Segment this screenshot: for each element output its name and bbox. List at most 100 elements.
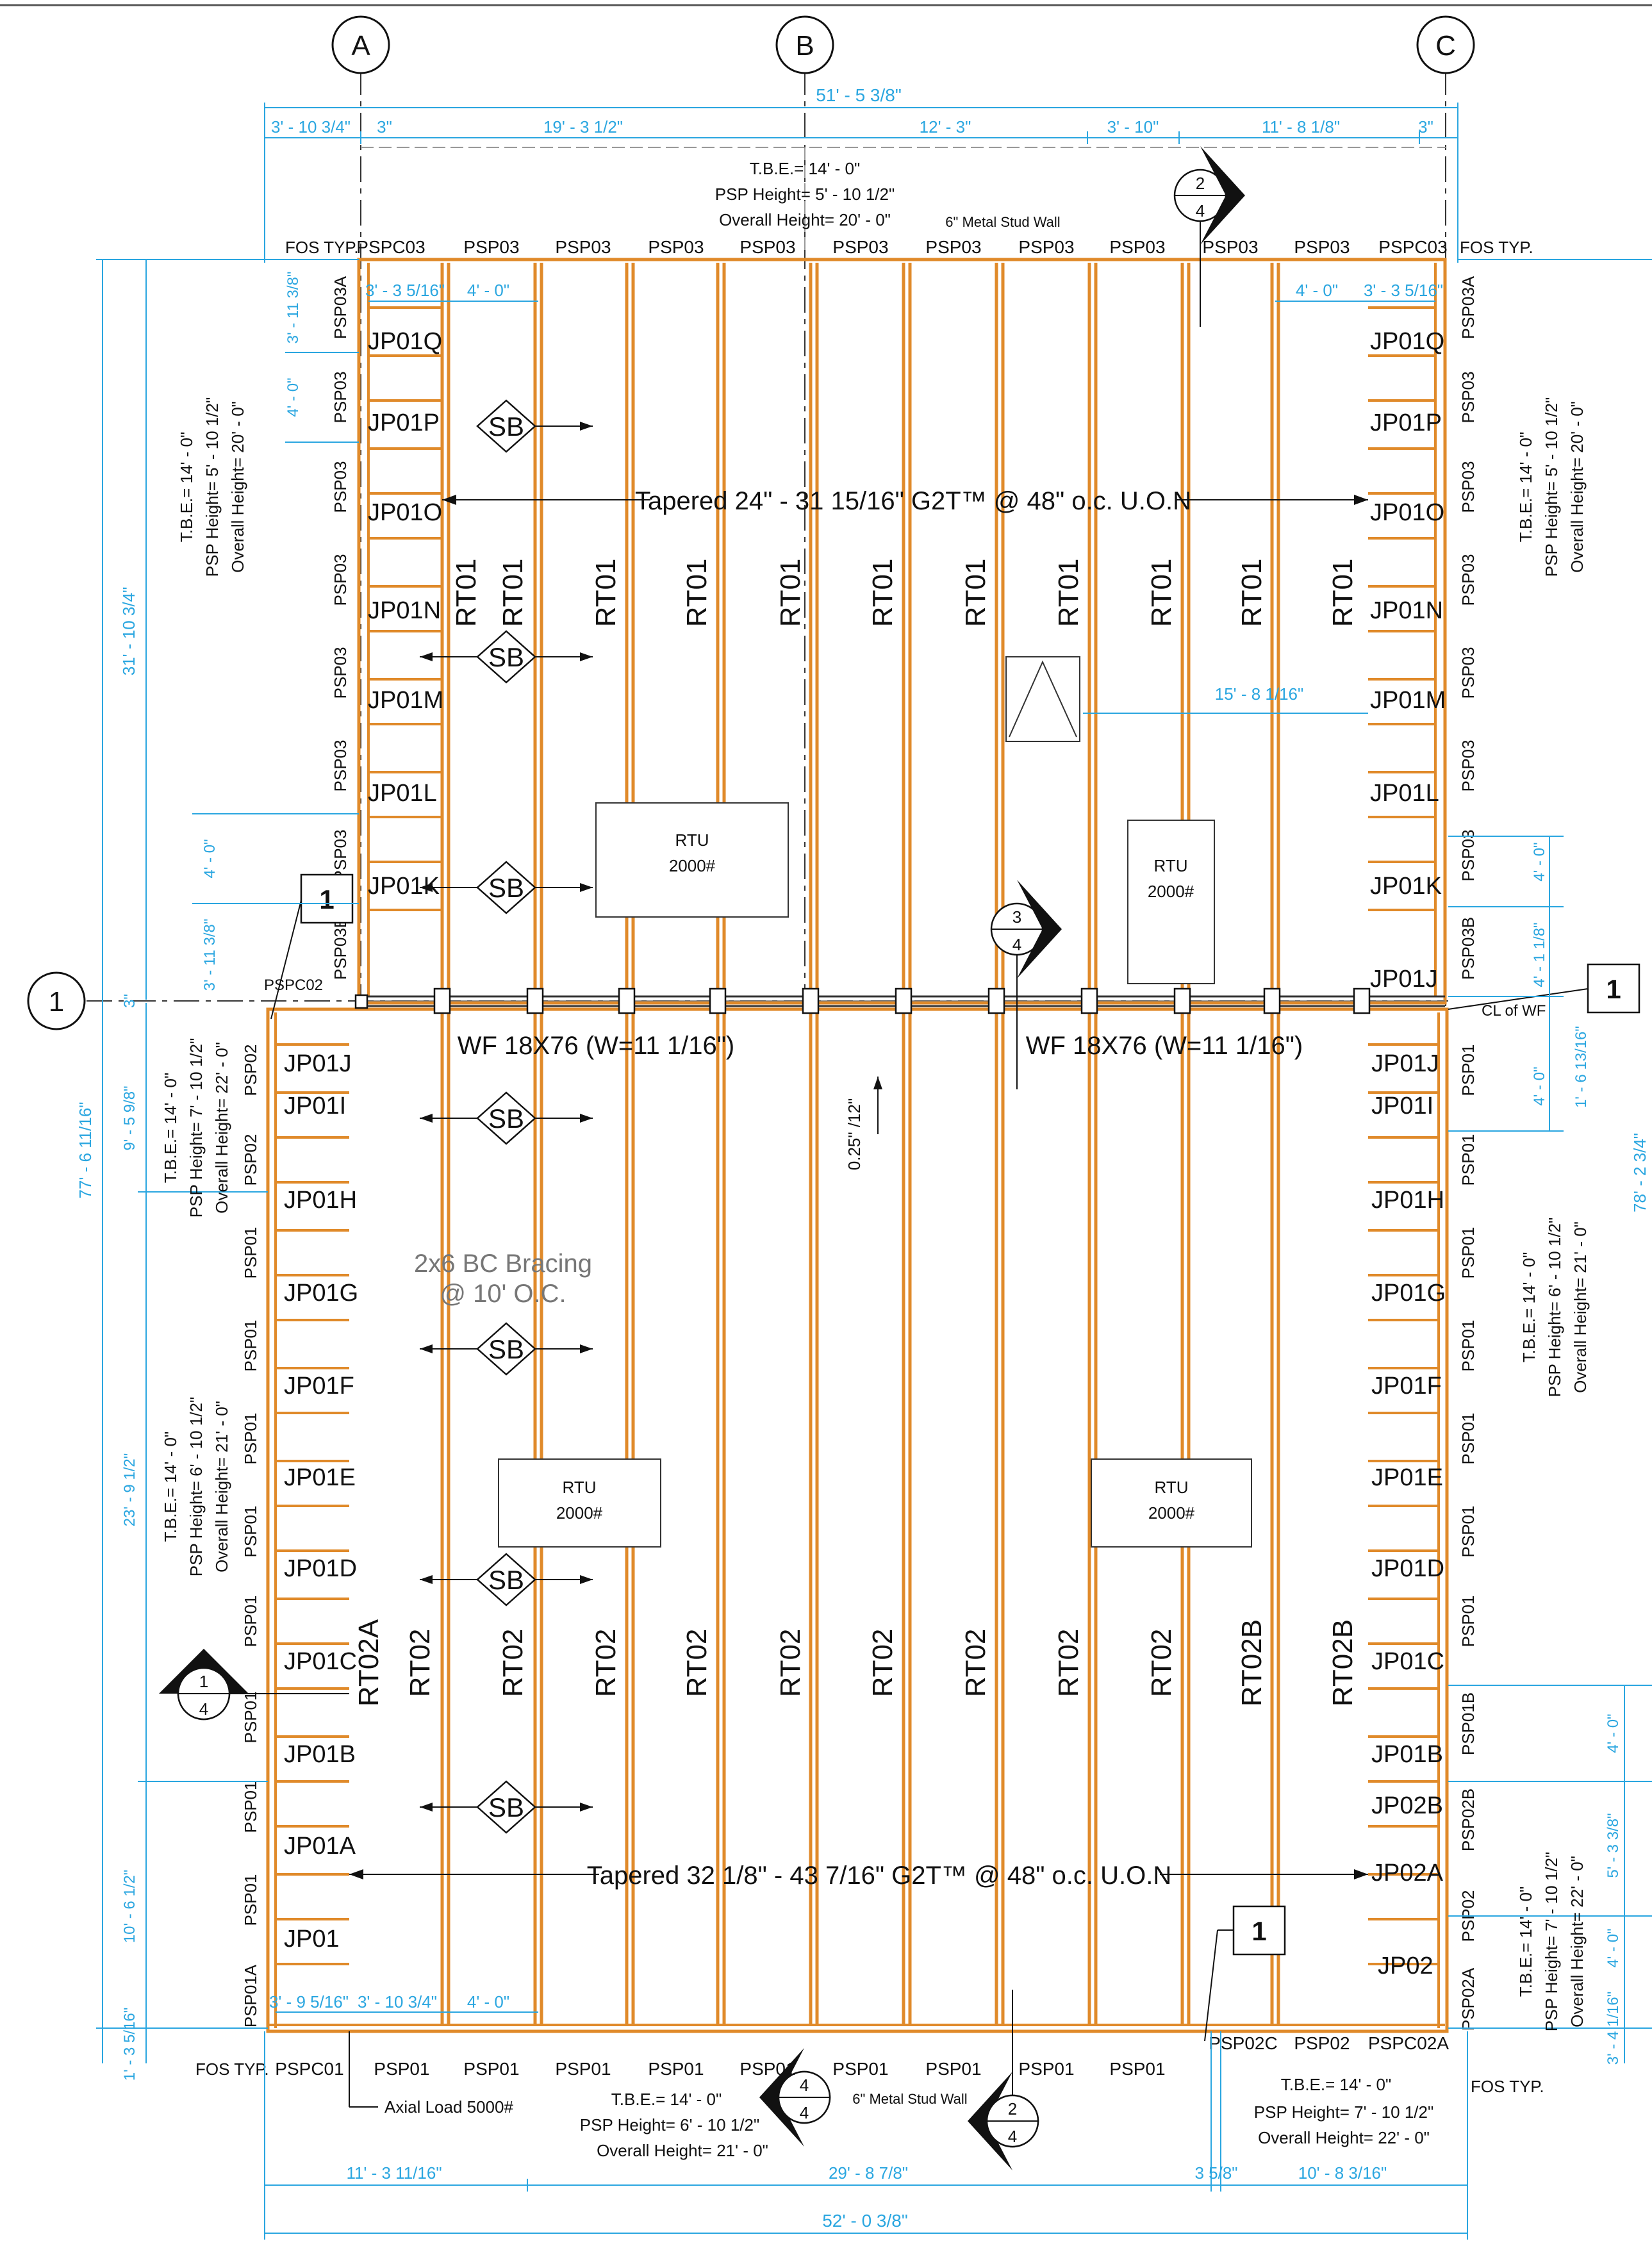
dim-right: 4' - 0" xyxy=(1605,1928,1622,1967)
dim-left: 4' - 0" xyxy=(285,377,302,417)
dim-right: 4' - 1 1/8" xyxy=(1531,922,1548,987)
right-joist-label: JP01I xyxy=(1371,1093,1433,1119)
left-psp-label: PSP03 xyxy=(331,372,350,424)
rt-label: RT01 xyxy=(450,559,482,627)
right-psp-label: PSP01 xyxy=(1458,1596,1478,1647)
left-psp-label: PSP01 xyxy=(241,1874,260,1926)
sb-diamond: SB xyxy=(420,861,593,914)
svg-text:1: 1 xyxy=(1606,974,1621,1004)
right-joist-label: JP01C xyxy=(1371,1648,1444,1675)
svg-text:PSP Height= 7' - 10 1/2": PSP Height= 7' - 10 1/2" xyxy=(1542,1852,1561,2031)
svg-text:SB: SB xyxy=(488,1103,524,1134)
right-psp-label: PSP03 xyxy=(1458,830,1478,882)
tapered-bottom: Tapered 32 1/8" - 43 7/16" G2T™ @ 48" o.… xyxy=(349,1862,1368,1890)
top-tbe-line-3: Overall Height= 20' - 0" xyxy=(719,210,891,229)
grid-label-b: B xyxy=(795,30,814,62)
left-psp-labels: PSP03A PSP03 PSP03 PSP03 PSP03 PSP03 PSP… xyxy=(241,276,350,2027)
svg-text:RTU: RTU xyxy=(563,1478,597,1497)
left-psp-label: PSP03 xyxy=(331,830,350,882)
svg-text:Overall Height= 22' - 0": Overall Height= 22' - 0" xyxy=(1567,1856,1587,2027)
left-joist-label: JP01I xyxy=(284,1093,346,1119)
note-left-low: T.B.E.= 14' - 0" PSP Height= 6' - 10 1/2… xyxy=(161,1397,231,1576)
rt-label: RT01 xyxy=(681,559,713,627)
left-psp-label: PSP01 xyxy=(241,1692,260,1744)
dim-left: 77' - 6 11/16" xyxy=(76,1102,95,1198)
dim-right: 78' - 2 3/4" xyxy=(1630,1133,1649,1212)
left-psp-label: PSP01 xyxy=(241,1506,260,1558)
top-tbe-line-1: T.B.E.= 14' - 0" xyxy=(750,159,860,178)
dim-bottom: 11' - 3 11/16" xyxy=(346,2163,442,2183)
left-joist-label: JP01L xyxy=(368,780,437,807)
left-psp-label: PSP01A xyxy=(241,1964,260,2027)
svg-text:Overall Height= 22' - 0": Overall Height= 22' - 0" xyxy=(1258,2128,1430,2147)
right-psp-label: PSP02A xyxy=(1458,1967,1478,2031)
dim-right: 1' - 6 13/16" xyxy=(1573,1026,1590,1108)
left-joist-label: JP01Q xyxy=(368,328,442,355)
rt-label: RT02 xyxy=(497,1629,529,1697)
top-psp-label: PSP03 xyxy=(1109,237,1165,257)
truss-lines xyxy=(440,263,1280,2025)
dim-top-seg-2: 3" xyxy=(377,117,392,136)
right-psp-label: PSP02B xyxy=(1458,1788,1478,1851)
inner-dim: 4' - 0" xyxy=(467,281,509,300)
svg-text:1: 1 xyxy=(1251,1916,1266,1946)
left-joist-label: JP01H xyxy=(284,1187,357,1214)
grid-bubble-b: B xyxy=(775,15,834,74)
svg-text:T.B.E.= 14' - 0": T.B.E.= 14' - 0" xyxy=(1516,432,1535,542)
sb-diamond: SB xyxy=(420,1322,593,1376)
left-joist-label: JP01O xyxy=(368,499,442,526)
svg-text:SB: SB xyxy=(488,1792,524,1822)
svg-text:Overall Height= 20' - 0": Overall Height= 20' - 0" xyxy=(228,401,247,573)
svg-text:T.B.E.= 14' - 0": T.B.E.= 14' - 0" xyxy=(177,432,196,542)
inner-dim: 3' - 3 5/16" xyxy=(365,281,445,300)
grid-label-1: 1 xyxy=(49,986,64,1018)
left-psp-label: PSP01 xyxy=(241,1596,260,1647)
left-joist-label: JP01E xyxy=(284,1464,356,1491)
dim-right: 4' - 0" xyxy=(1531,842,1548,881)
left-joist-label: JP01B xyxy=(284,1741,356,1768)
rt-label: RT01 xyxy=(1236,559,1268,627)
sb-diamond: SB xyxy=(420,630,593,684)
bottom-psp-label: PSP01 xyxy=(374,2059,429,2079)
svg-text:2000#: 2000# xyxy=(556,1503,603,1523)
rt-label: RT02B xyxy=(1327,1619,1359,1706)
svg-text:Overall Height= 22' - 0": Overall Height= 22' - 0" xyxy=(212,1042,231,1214)
detail-tag: 1 xyxy=(1448,963,1640,1014)
left-psp-label: PSP03B xyxy=(331,917,350,980)
left-dimension-string: 31' - 10 3/4" 77' - 6 11/16" 3' - 11 3/8… xyxy=(76,259,359,2081)
bottom-psp-label: PSP01 xyxy=(1018,2059,1074,2079)
right-psp-label: PSP01 xyxy=(1458,1045,1478,1096)
top-dimension-string: 51' - 5 3/8" 3' - 10 3/4" 3" 19' - 3 1/2… xyxy=(264,85,1458,263)
right-joist-label: JP01Q xyxy=(1370,328,1444,355)
svg-text:2: 2 xyxy=(1196,174,1205,193)
right-joist-labels: JP01Q JP01P JP01O JP01N JP01M JP01L JP01… xyxy=(1370,328,1446,1979)
bottom-dimension-string: 11' - 3 11/16" 29' - 8 7/8" 3 5/8" 10' -… xyxy=(264,2031,1468,2240)
left-joist-label: JP01C xyxy=(284,1648,357,1675)
svg-text:4: 4 xyxy=(1012,935,1021,954)
svg-text:2: 2 xyxy=(1008,2099,1017,2118)
dim-left: 9' - 5 9/8" xyxy=(121,1086,138,1150)
svg-text:SB: SB xyxy=(488,1565,524,1595)
svg-text:SB: SB xyxy=(488,411,524,442)
rt-label: RT02 xyxy=(404,1629,436,1697)
svg-text:Overall Height= 21' - 0": Overall Height= 21' - 0" xyxy=(212,1401,231,1573)
dim-right: 4' - 0" xyxy=(1605,1713,1622,1753)
section-marker: 2 4 xyxy=(968,1990,1039,2170)
section-marker: 2 4 xyxy=(1173,146,1245,327)
left-joist-label: JP01G xyxy=(284,1280,358,1307)
rt-label: RT02 xyxy=(960,1629,991,1697)
svg-text:PSP Height= 5' - 10 1/2": PSP Height= 5' - 10 1/2" xyxy=(1542,397,1561,577)
svg-text:1: 1 xyxy=(319,884,334,914)
right-joist-label: JP01M xyxy=(1370,687,1446,714)
inner-dim: 3' - 10 3/4" xyxy=(358,1992,437,2011)
svg-text:4: 4 xyxy=(800,2076,809,2095)
rt-top-labels: RT01 RT01 RT01 RT01 RT01 RT01 RT01 RT01 … xyxy=(450,559,1359,627)
grid-bubble-1: 1 xyxy=(27,971,86,1030)
svg-text:PSP Height= 6' - 10 1/2": PSP Height= 6' - 10 1/2" xyxy=(580,2115,759,2135)
tapered-top-label: Tapered 24" - 31 15/16" G2T™ @ 48" o.c. … xyxy=(635,487,1191,515)
right-joist-label: JP01F xyxy=(1371,1373,1442,1400)
inner-dim: 4' - 0" xyxy=(1296,281,1338,300)
rt-label: RT01 xyxy=(775,559,806,627)
svg-text:Overall Height= 20' - 0": Overall Height= 20' - 0" xyxy=(1567,401,1587,573)
right-psp-label: PSP03 xyxy=(1458,372,1478,424)
